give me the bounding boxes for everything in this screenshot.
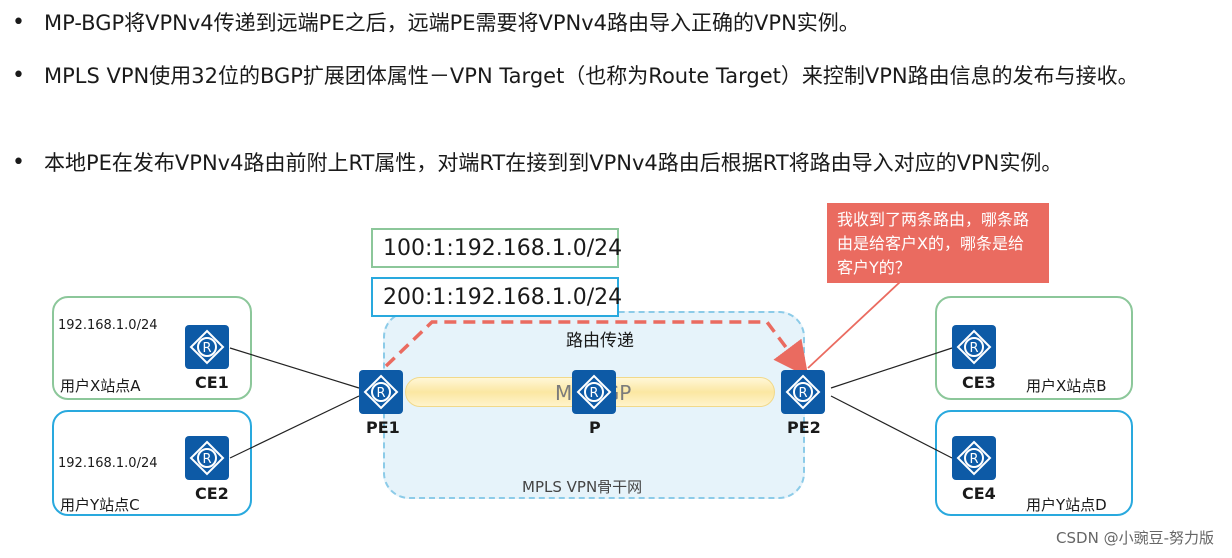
- svg-text:R: R: [798, 386, 807, 401]
- route-box-x: 100:1:192.168.1.0/24: [371, 228, 622, 268]
- bullet-text-1: MP-BGP将VPNv4传递到远端PE之后，远端PE需要将VPNv4路由导入正确…: [44, 11, 860, 35]
- pe2-label: PE2: [787, 418, 821, 437]
- site-a-prefix: 192.168.1.0/24: [58, 318, 158, 333]
- bullet-text-2: MPLS VPN使用32位的BGP扩展团体属性－VPN Target（也称为Ro…: [44, 64, 1139, 88]
- callout-pointer: [807, 281, 901, 369]
- site-a-box: [52, 296, 252, 400]
- svg-text:R: R: [202, 341, 211, 356]
- link-pe2-ce4: [830, 395, 953, 459]
- ce1-label: CE1: [195, 373, 229, 392]
- route-transfer-label: 路由传递: [566, 331, 634, 351]
- svg-text:R: R: [376, 386, 385, 401]
- ce3-router-icon: R: [952, 325, 996, 369]
- p-label: P: [589, 418, 601, 437]
- svg-text:R: R: [202, 452, 211, 467]
- csdn-watermark: CSDN @小豌豆-努力版: [1056, 529, 1214, 547]
- svg-text:R: R: [589, 386, 598, 401]
- svg-text:R: R: [969, 341, 978, 356]
- link-ce1-pe1: [229, 347, 360, 389]
- pe1-router-icon: R: [359, 370, 403, 414]
- ce2-label: CE2: [195, 484, 229, 503]
- ce1-router-icon: R: [185, 325, 229, 369]
- link-pe2-ce3: [830, 347, 953, 389]
- backbone-label: MPLS VPN骨干网: [522, 478, 643, 496]
- site-d-name: 用户Y站点D: [1026, 496, 1107, 514]
- site-d-box: [935, 410, 1133, 516]
- bullet-marker: •: [12, 63, 25, 88]
- site-c-prefix: 192.168.1.0/24: [58, 456, 158, 471]
- site-b-name: 用户X站点B: [1026, 377, 1107, 395]
- ce2-router-icon: R: [185, 436, 229, 480]
- ce3-label: CE3: [962, 373, 996, 392]
- p-router-icon: R: [572, 370, 616, 414]
- svg-text:R: R: [969, 452, 978, 467]
- bullet-marker: •: [12, 150, 25, 175]
- site-c-box: [52, 410, 252, 516]
- link-ce2-pe1: [229, 395, 360, 459]
- question-callout: 我收到了两条路由，哪条路由是给客户X的，哪条是给客户Y的？: [827, 203, 1049, 283]
- ce4-label: CE4: [962, 484, 996, 503]
- pe1-label: PE1: [366, 418, 400, 437]
- site-c-name: 用户Y站点C: [60, 496, 140, 514]
- bullet-text-3: 本地PE在发布VPNv4路由前附上RT属性，对端RT在接到到VPNv4路由后根据…: [44, 151, 1063, 175]
- site-b-box: [935, 296, 1133, 400]
- site-a-name: 用户X站点A: [60, 377, 141, 395]
- bullet-marker: •: [12, 10, 25, 35]
- ce4-router-icon: R: [952, 436, 996, 480]
- route-transfer-arrow: [384, 320, 809, 378]
- route-box-y: 200:1:192.168.1.0/24: [371, 277, 622, 317]
- pe2-router-icon: R: [781, 370, 825, 414]
